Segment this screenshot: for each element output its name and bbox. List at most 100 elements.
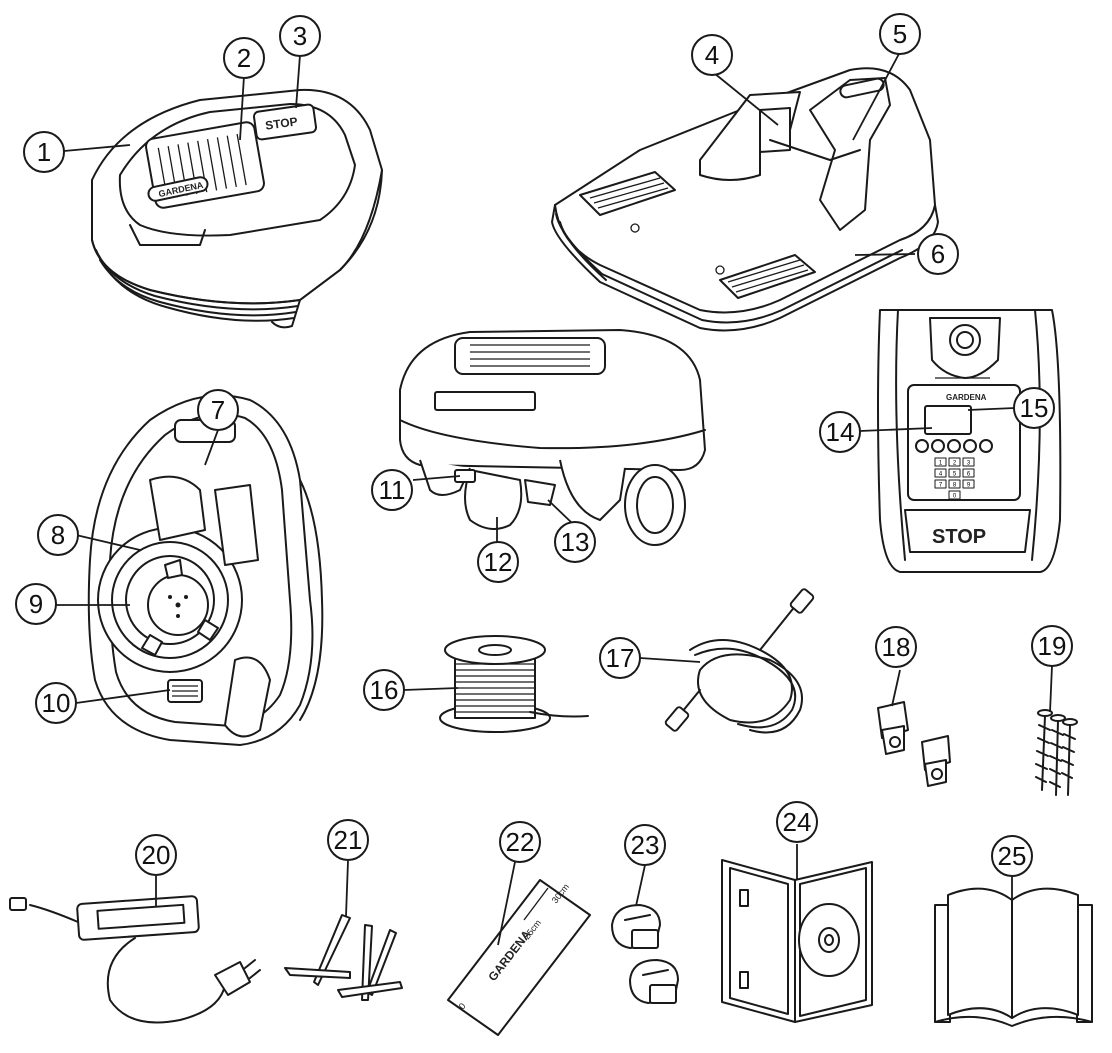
callout-13: 13 xyxy=(554,521,596,563)
callout-number: 21 xyxy=(334,825,363,855)
callout-number: 25 xyxy=(998,841,1027,871)
callout-3: 3 xyxy=(279,15,321,57)
connection-cable-illustration xyxy=(664,588,815,734)
callout-number: 10 xyxy=(42,688,71,718)
callout-number: 15 xyxy=(1020,393,1049,423)
callout-circle xyxy=(223,37,265,79)
callout-6: 6 xyxy=(917,233,959,275)
callout-number: 8 xyxy=(51,520,65,550)
callout-number: 19 xyxy=(1038,631,1067,661)
keypad-key: 0 xyxy=(948,490,961,500)
callout-number: 20 xyxy=(142,840,171,870)
keypad-key-label: 1 xyxy=(939,461,943,467)
callout-circle xyxy=(327,819,369,861)
callout-11: 11 xyxy=(371,469,413,511)
wire-connectors-illustration xyxy=(877,701,951,787)
keypad-key-label: 5 xyxy=(953,472,957,478)
keypad-key: 2 xyxy=(948,457,961,467)
keypad-key: 6 xyxy=(962,468,975,478)
callout-circle xyxy=(363,669,405,711)
ruler-illustration: 30cm 25cm GARDENA 0 xyxy=(447,879,591,1036)
callout-circle xyxy=(1031,625,1073,667)
mower-underside-illustration xyxy=(87,394,324,746)
callout-number: 11 xyxy=(379,475,406,505)
callout-10: 10 xyxy=(35,682,77,724)
callout-20: 20 xyxy=(135,834,177,876)
callout-number: 23 xyxy=(631,830,660,860)
keypad-key: 1 xyxy=(934,457,947,467)
callout-9: 9 xyxy=(15,583,57,625)
callout-circle xyxy=(819,411,861,453)
callout-14: 14 xyxy=(819,411,861,453)
callout-circle xyxy=(875,626,917,668)
callout-19: 19 xyxy=(1031,625,1073,667)
mower-top-illustration: STOP GARDENA xyxy=(91,88,383,329)
keypad-key: 7 xyxy=(934,479,947,489)
callout-circle xyxy=(599,637,641,679)
callout-number: 12 xyxy=(484,547,513,577)
callout-5: 5 xyxy=(879,13,921,55)
callout-number: 2 xyxy=(237,43,251,73)
keypad-key-label: 7 xyxy=(939,483,943,489)
callout-number: 1 xyxy=(37,137,51,167)
callout-25: 25 xyxy=(991,835,1033,877)
keypad-key-label: 2 xyxy=(953,461,957,467)
callout-circle xyxy=(23,131,65,173)
keypad-key-label: 4 xyxy=(939,472,943,478)
callout-4: 4 xyxy=(691,34,733,76)
boundary-wire-spool-illustration xyxy=(439,635,589,733)
callout-circle xyxy=(917,233,959,275)
callout-circle xyxy=(15,583,57,625)
manual-book-illustration xyxy=(934,887,1093,1027)
power-supply-illustration xyxy=(9,895,261,1024)
callout-1: 1 xyxy=(23,131,65,173)
callout-number: 9 xyxy=(29,589,43,619)
callout-circle xyxy=(991,835,1033,877)
callout-18: 18 xyxy=(875,626,917,668)
callout-number: 5 xyxy=(893,19,907,49)
callout-number: 17 xyxy=(606,643,635,673)
panel-stop-label: STOP xyxy=(932,526,986,548)
callout-22: 22 xyxy=(499,821,541,863)
mower-rear-illustration xyxy=(399,329,706,546)
keypad-key: 4 xyxy=(934,468,947,478)
callout-circle xyxy=(554,521,596,563)
callout-15: 15 xyxy=(1013,387,1055,429)
keypad-key: 3 xyxy=(962,457,975,467)
callout-number: 24 xyxy=(783,807,812,837)
station-vent-right xyxy=(727,259,809,293)
callout-number: 14 xyxy=(826,417,855,447)
cd-case-illustration xyxy=(721,859,873,1023)
keypad-key: 9 xyxy=(962,479,975,489)
callout-24: 24 xyxy=(776,801,818,843)
ruler-mark-0: 0 xyxy=(457,1001,468,1011)
callout-circle xyxy=(279,15,321,57)
callout-number: 3 xyxy=(293,21,307,51)
callout-circle xyxy=(691,34,733,76)
callout-number: 4 xyxy=(705,40,719,70)
screws-illustration xyxy=(1035,709,1078,796)
keypad-key: 8 xyxy=(948,479,961,489)
keypad-key-label: 8 xyxy=(953,483,957,489)
callout-8: 8 xyxy=(37,514,79,556)
callout-circle xyxy=(1013,387,1055,429)
leader-lines xyxy=(56,51,1053,946)
callout-circle xyxy=(135,834,177,876)
callout-12: 12 xyxy=(477,541,519,583)
callout-21: 21 xyxy=(327,819,369,861)
callout-circle xyxy=(35,682,77,724)
keypad-key-label: 9 xyxy=(967,483,971,489)
charging-station-illustration xyxy=(551,67,939,332)
callout-23: 23 xyxy=(624,824,666,866)
callout-number: 6 xyxy=(931,239,945,269)
callout-circle xyxy=(371,469,413,511)
keypad-key-label: 3 xyxy=(967,461,971,467)
callout-number: 16 xyxy=(370,675,399,705)
callout-16: 16 xyxy=(363,669,405,711)
callout-number: 7 xyxy=(211,395,225,425)
callout-circle xyxy=(477,541,519,583)
